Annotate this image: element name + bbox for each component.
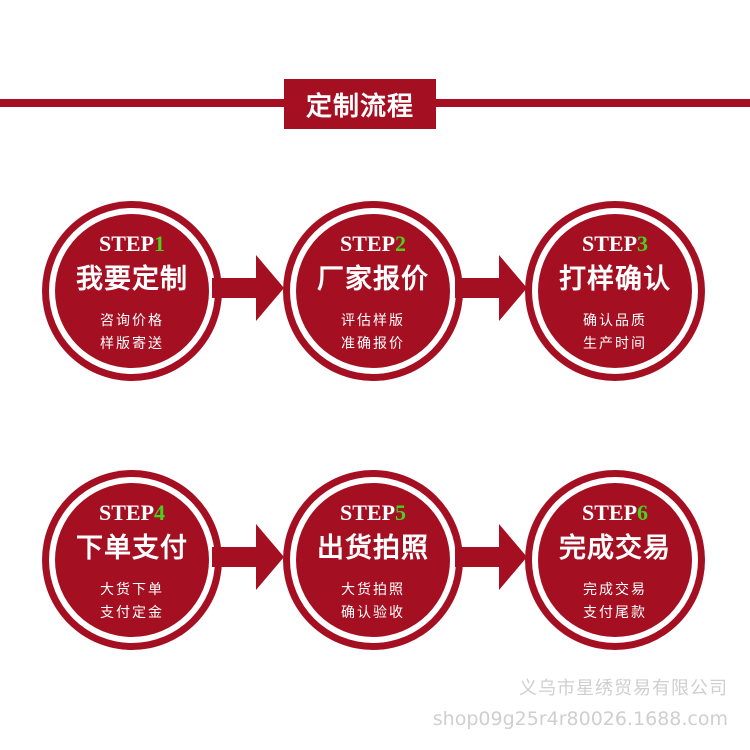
step-5-number: 5 xyxy=(395,500,407,525)
step-1-label: STEP1 xyxy=(98,231,166,256)
step-4-label: STEP4 xyxy=(98,500,166,525)
step-4-desc-1: 大货下单 xyxy=(100,582,164,598)
step-4-circle: STEP4 下单支付 大货下单 支付定金 xyxy=(42,470,222,650)
step-1-desc-1: 咨询价格 xyxy=(100,313,164,329)
company-watermark: 义乌市星绣贸易有限公司 xyxy=(519,678,728,699)
step-3-title: 打样确认 xyxy=(559,264,671,295)
step-2-label: STEP2 xyxy=(339,231,407,256)
arrow-right-icon xyxy=(212,255,284,321)
step-3-number: 3 xyxy=(637,231,649,256)
step-5-label: STEP5 xyxy=(339,500,407,525)
step-1-circle: STEP1 我要定制 咨询价格 样版寄送 xyxy=(42,201,222,381)
step-3-circle: STEP3 打样确认 确认品质 生产时间 xyxy=(525,201,705,381)
shop-url-watermark: shop09g25r4r80026.1688.com xyxy=(432,708,728,730)
step-2-number: 2 xyxy=(395,231,407,256)
step-5-title: 出货拍照 xyxy=(317,533,429,564)
step-4-title: 下单支付 xyxy=(76,533,188,564)
step-2-desc-2: 准确报价 xyxy=(341,336,405,352)
step-6-number: 6 xyxy=(637,500,649,525)
step-2-title: 厂家报价 xyxy=(317,264,429,295)
step-4-number: 4 xyxy=(154,500,166,525)
step-3-desc-1: 确认品质 xyxy=(583,313,647,329)
step-2-desc-1: 评估样版 xyxy=(341,313,405,329)
step-6-circle: STEP6 完成交易 完成交易 支付尾款 xyxy=(525,470,705,650)
step-5-desc-2: 确认验收 xyxy=(341,605,405,621)
step-3-desc-2: 生产时间 xyxy=(583,336,647,352)
arrow-right-icon xyxy=(455,524,527,590)
step-1-number: 1 xyxy=(154,231,166,256)
step-6-title: 完成交易 xyxy=(559,533,671,564)
step-6-desc-2: 支付尾款 xyxy=(583,605,647,621)
step-2-circle: STEP2 厂家报价 评估样版 准确报价 xyxy=(283,201,463,381)
step-5-circle: STEP5 出货拍照 大货拍照 确认验收 xyxy=(283,470,463,650)
arrow-right-icon xyxy=(455,255,527,321)
step-5-desc-1: 大货拍照 xyxy=(341,582,405,598)
step-6-desc-1: 完成交易 xyxy=(583,582,647,598)
step-1-desc-2: 样版寄送 xyxy=(100,336,164,352)
step-4-desc-2: 支付定金 xyxy=(100,605,164,621)
arrow-right-icon xyxy=(212,524,284,590)
step-6-label: STEP6 xyxy=(581,500,649,525)
step-3-label: STEP3 xyxy=(581,231,649,256)
step-1-title: 我要定制 xyxy=(76,264,188,295)
page-title: 定制流程 xyxy=(284,79,436,129)
